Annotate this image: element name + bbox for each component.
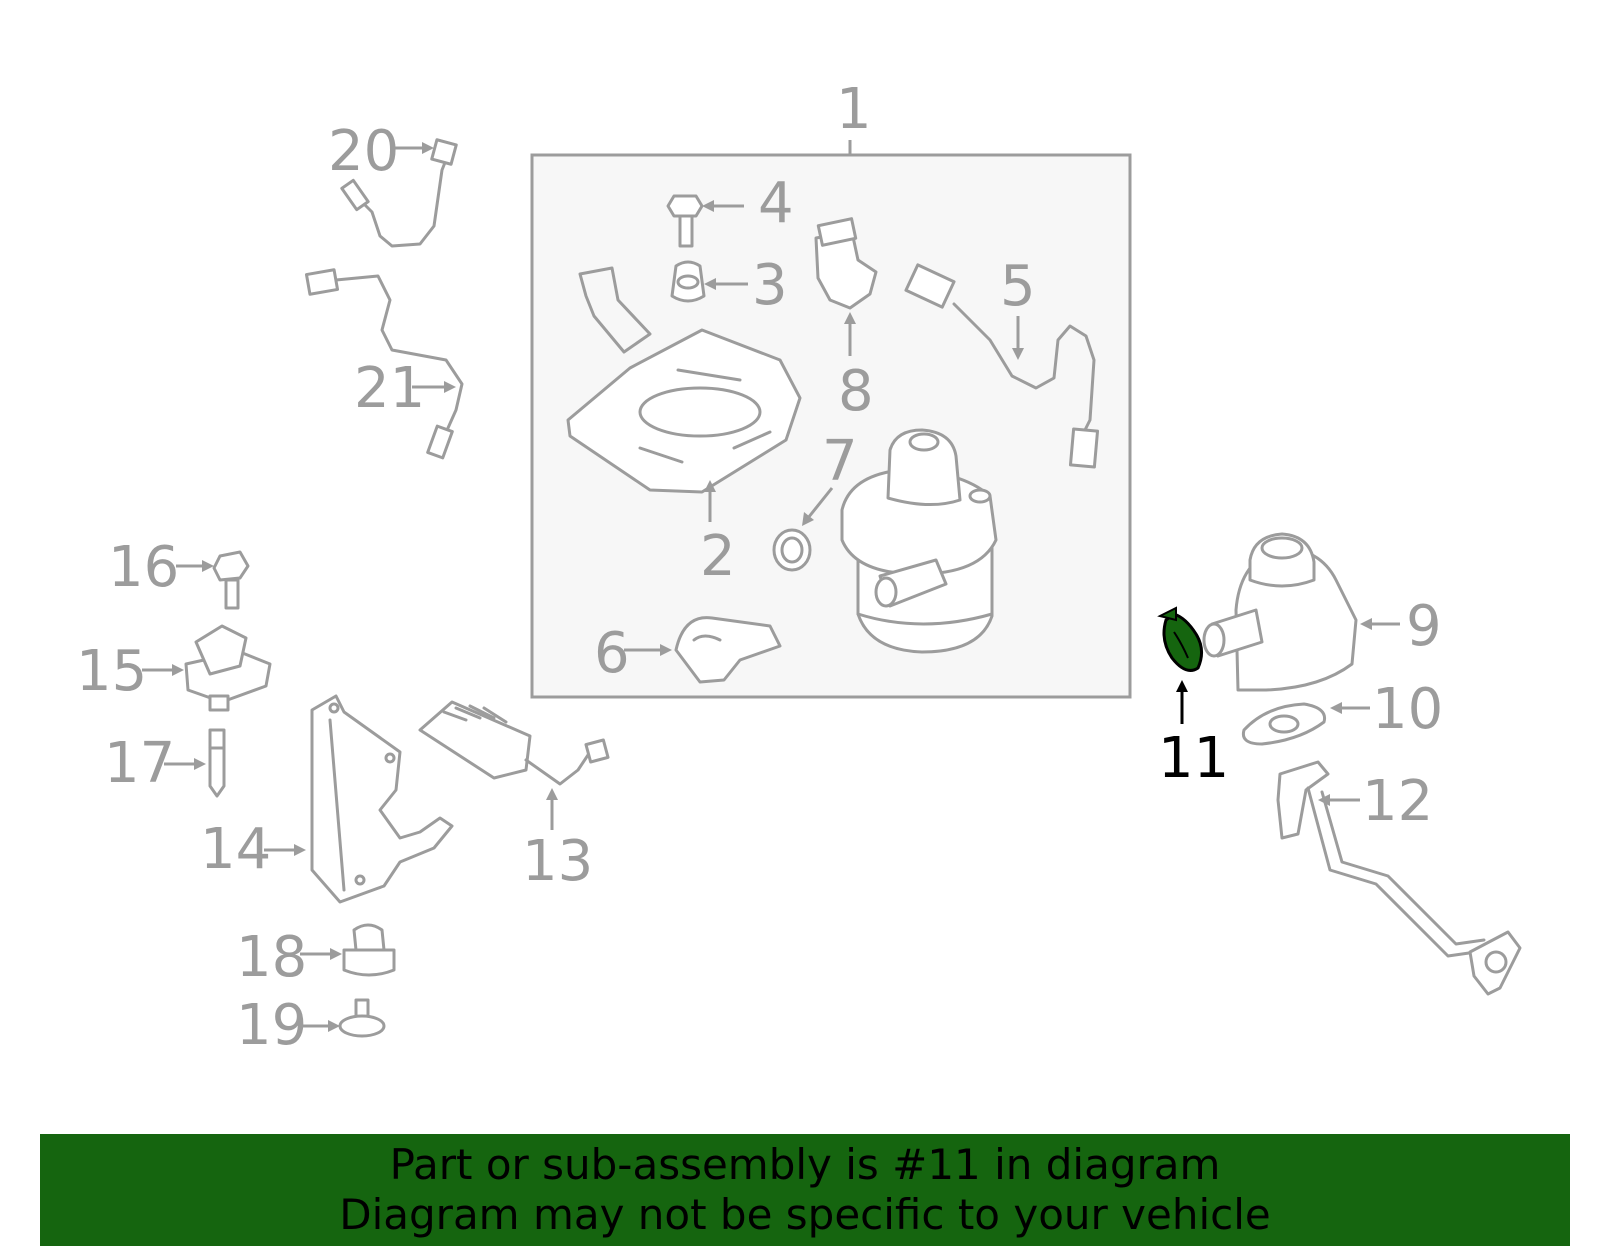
callout-11: 11 bbox=[1158, 726, 1229, 791]
part-17-temperature-sensor: 17 bbox=[104, 728, 226, 798]
callout-2: 2 bbox=[700, 524, 736, 589]
part-9-check-valve: 9 bbox=[1202, 532, 1442, 692]
part-air-pump-motor bbox=[840, 428, 998, 654]
callout-6: 6 bbox=[594, 621, 630, 686]
part-10-gasket: 10 bbox=[1241, 677, 1443, 746]
part-11-highlighted-clamp: 11 bbox=[1157, 606, 1229, 791]
callout-9: 9 bbox=[1406, 594, 1442, 659]
callout-16: 16 bbox=[108, 535, 179, 600]
part-12-air-pipe: 12 bbox=[1276, 760, 1522, 996]
part-14-bracket: 14 bbox=[200, 694, 454, 904]
part-16-bolt: 16 bbox=[108, 535, 250, 610]
callout-4: 4 bbox=[758, 171, 794, 236]
part-15-pressure-sensor: 15 bbox=[76, 624, 272, 712]
part-2-mounting-bracket: 2 bbox=[566, 266, 802, 589]
part-5-wire-harness: 5 bbox=[904, 254, 1100, 469]
callout-13: 13 bbox=[522, 829, 593, 894]
part-7-hose-clamp: 7 bbox=[772, 429, 858, 572]
callout-12: 12 bbox=[1362, 769, 1433, 834]
callout-20: 20 bbox=[328, 119, 399, 184]
banner-line-1: Part or sub-assembly is #11 in diagram bbox=[389, 1140, 1221, 1189]
part-3-grommet: 3 bbox=[670, 253, 788, 318]
part-20-oxygen-sensor: 20 bbox=[328, 119, 458, 248]
part-19-clip: 19 bbox=[236, 993, 386, 1058]
callout-5: 5 bbox=[1000, 254, 1036, 319]
callout-7: 7 bbox=[822, 429, 858, 494]
callout-15: 15 bbox=[76, 639, 147, 704]
banner-line-2: Diagram may not be specific to your vehi… bbox=[339, 1190, 1271, 1239]
part-18-cap: 18 bbox=[236, 923, 396, 990]
callout-8: 8 bbox=[838, 359, 874, 424]
part-8-control-valve: 8 bbox=[814, 217, 878, 424]
callout-3: 3 bbox=[752, 253, 788, 318]
callout-19: 19 bbox=[236, 993, 307, 1058]
part-4-bolt: 4 bbox=[666, 171, 794, 248]
callout-14: 14 bbox=[200, 817, 271, 882]
callout-18: 18 bbox=[236, 925, 307, 990]
callout-1: 1 bbox=[836, 77, 872, 142]
part-21-oxygen-sensor: 21 bbox=[304, 268, 464, 460]
part-13-control-module: 13 bbox=[418, 700, 610, 894]
info-banner: Part or sub-assembly is #11 in diagram D… bbox=[40, 1134, 1570, 1246]
callout-17: 17 bbox=[104, 731, 175, 796]
callout-10: 10 bbox=[1372, 677, 1443, 742]
part-6-air-hose: 6 bbox=[594, 616, 782, 686]
callout-21: 21 bbox=[354, 356, 425, 421]
